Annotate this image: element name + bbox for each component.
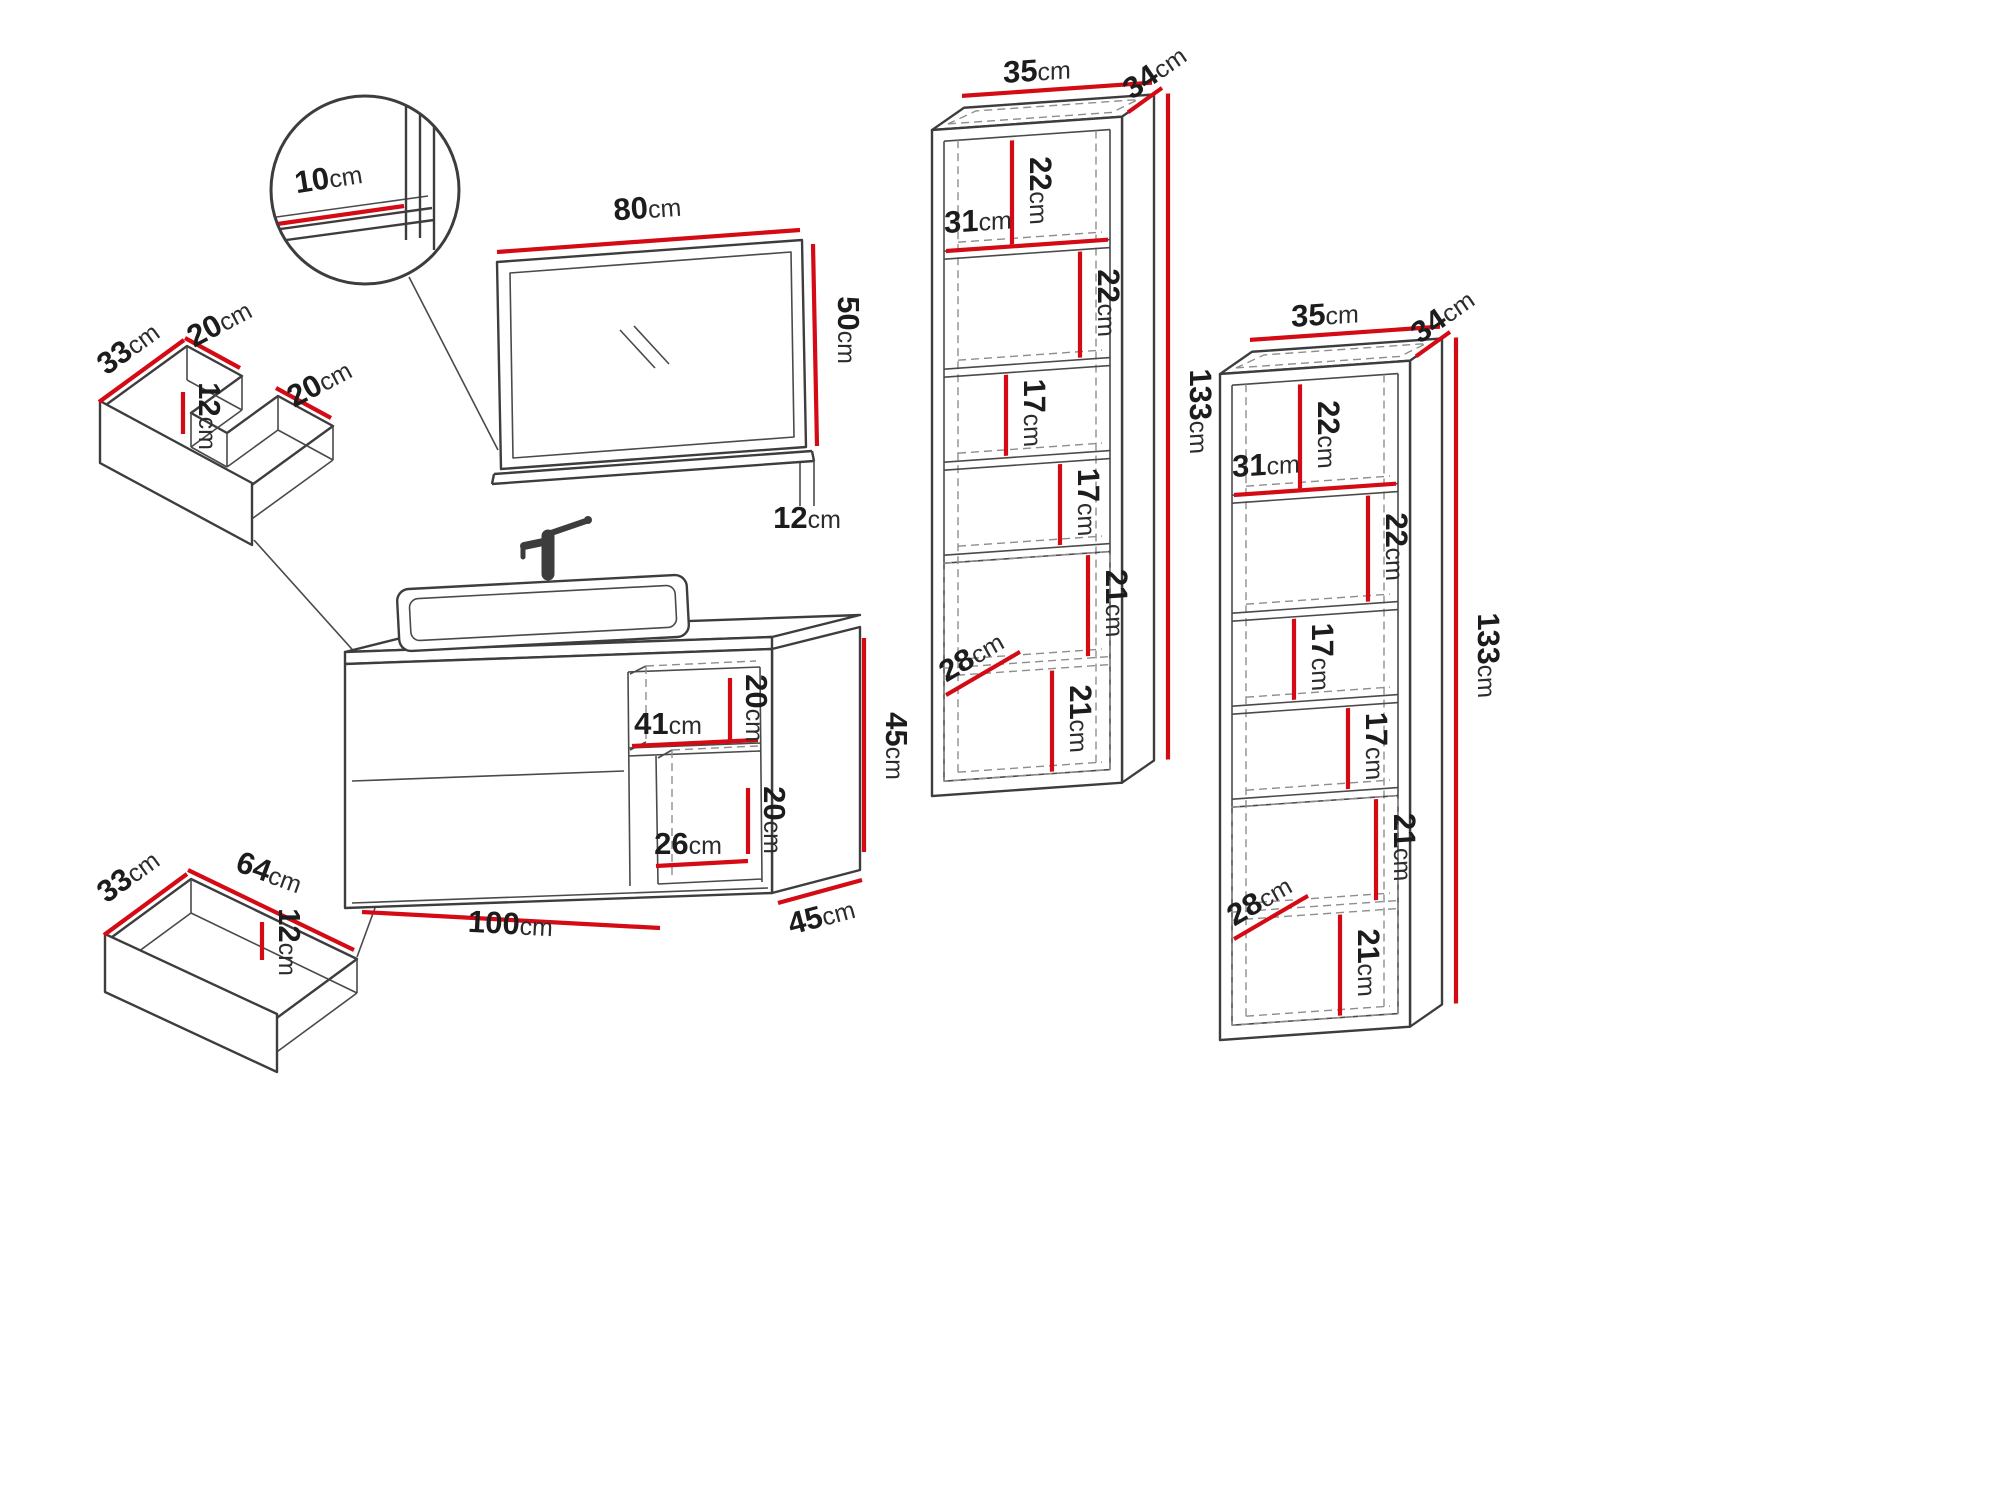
vanity-niche-hidden-edges — [645, 660, 759, 876]
large-drawer: 33cm 64cm 12cm — [90, 844, 359, 1074]
detail-circle-outline — [269, 94, 461, 286]
dim-niche-upper-height: 20cm — [739, 674, 774, 742]
large-drawer-front-panel — [103, 932, 279, 1074]
dim-line-niche-width — [631, 737, 759, 749]
dim-mirror-shelf-depth: 12cm — [773, 500, 841, 535]
dim-line-small-drawer-depth — [97, 338, 186, 404]
dim-niche-lower-width: 26cm — [654, 826, 722, 861]
dim-line-large-drawer-depth — [102, 872, 189, 937]
mirror-shelf-depth-bracket — [799, 460, 815, 506]
vanity-front-face — [343, 647, 774, 910]
dim-large-drawer-height: 12cm — [272, 908, 307, 976]
dim-line-small-drawer-left — [183, 336, 242, 370]
detail-circle: 10cm — [269, 94, 461, 286]
dim-niche-width: 41cm — [634, 706, 702, 741]
dim-line-small-drawer-right — [274, 386, 333, 420]
dim-vanity-width: 100cm — [467, 904, 554, 943]
dim-niche-lower-height: 20cm — [757, 786, 792, 854]
mirror-glass — [509, 251, 795, 459]
small-drawer-corner-edges — [186, 346, 334, 467]
dim-vanity-depth: 45cm — [784, 890, 859, 941]
large-drawer-floor-edges — [107, 912, 358, 1055]
dim-line-vanity-width — [361, 909, 661, 931]
vanity-cabinet: 100cm 45cm 45cm 41cm 20cm 20cm 26cm — [343, 516, 914, 943]
dim-line-niche-lower-width — [655, 858, 749, 869]
mirror-reflection — [619, 325, 670, 369]
faucet — [520, 516, 592, 581]
vanity-plinth-line — [351, 887, 769, 904]
dim-vanity-height: 45cm — [879, 712, 914, 780]
sink-basin-inner — [408, 584, 678, 642]
mirror-frame — [495, 238, 808, 471]
vanity-drawer-divider — [351, 770, 625, 782]
mirror: 80cm 50cm 12cm — [490, 188, 866, 535]
dim-mirror-height: 50cm — [831, 296, 866, 364]
dim-line-mirror-width — [496, 227, 801, 255]
vanity-niche — [627, 666, 763, 887]
dim-line-mirror-height — [810, 243, 820, 447]
dim-line-large-drawer-width — [187, 868, 355, 952]
dim-small-drawer-height: 12cm — [192, 382, 227, 450]
small-drawer-front-panel — [98, 399, 254, 547]
dim-mirror-detail: 10cm — [292, 155, 364, 200]
sink-basin — [395, 573, 691, 653]
dim-line-vanity-depth — [777, 877, 863, 906]
mirror-shelf — [490, 449, 816, 486]
dim-mirror-width: 80cm — [612, 188, 682, 228]
